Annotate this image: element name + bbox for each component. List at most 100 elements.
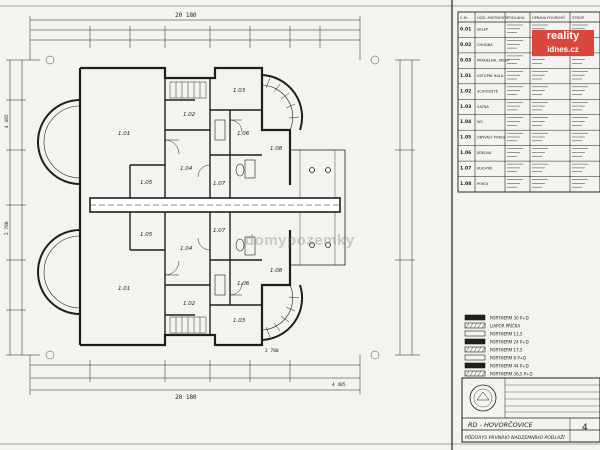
table-row-number: 1.04 [460,119,471,125]
room-label: 1.08 [270,268,283,274]
table-row-name: POKOJ [477,182,488,186]
table-row-name: CHODBA [477,43,493,47]
watermark-logo: reality idnes.cz [532,30,594,56]
legend-hatch [481,322,486,329]
legend-hatch [473,370,478,377]
legend-swatch [464,346,486,353]
room-label: 1.02 [183,301,196,307]
legend-swatch [464,330,486,337]
watermark-brand: reality [546,30,580,42]
interior-walls-upper [129,78,262,198]
table-row-name: SCHODIŠTĚ [477,88,499,93]
table-header-cell: ÚPRAVA POVRCHŮ [532,15,565,20]
material-legend: PORTHERM 30 P+D LIAPOR PŘÍČKA PORTHERM 11,… [464,314,533,377]
room-label: 1.04 [180,166,193,172]
legend-hatch [465,322,470,329]
room-label: 1.08 [270,146,283,152]
room-label: 1.05 [140,232,153,238]
legend-label: PORTHERM 11,5 [490,332,523,337]
room-label: 1.05 [140,180,153,186]
legend-hatch [465,346,470,353]
room-label: 1.03 [233,88,246,94]
table-row-number: 1.03 [460,104,471,110]
interior-walls-lower [129,212,262,335]
legend-swatch [464,370,486,377]
legend-label: LIAPOR PŘÍČKA [490,324,520,329]
legend-label: PORTHERM 8 P+D [490,356,526,361]
table-row-name: JÍDELNA [476,150,492,155]
top-dimension-total: 20 180 [175,12,197,19]
lower-spiral-stair [261,284,304,341]
table-row-number: 1.07 [460,166,471,172]
table-row-number: 0.02 [460,42,471,48]
legend-hatch [469,370,474,377]
left-dimension-chain [6,59,40,356]
floor-plan [6,16,420,395]
room-label: 1.06 [237,131,250,137]
legend-label: PORTHERM 44 P+D [490,364,529,369]
table-row-number: 0.03 [460,57,471,63]
legend-label: PORTHERM 17,5 [490,348,523,353]
party-wall [89,197,341,213]
room-label: 1.06 [237,281,250,287]
room-label: 1.01 [118,286,130,292]
legend-label: PORTHERM 24 P+D [490,340,529,345]
table-row-number: 1.06 [460,150,471,156]
title-block [461,377,600,443]
door-swings [164,119,243,296]
top-dimension-chain [29,16,361,60]
table-row-number: 0.01 [460,27,471,33]
left-dimension-1: 4 485 [4,114,10,128]
table-row-number: 1.01 [460,73,471,79]
exterior-walls [78,66,292,347]
sheet-number: 4 [582,423,588,433]
legend-hatch [477,322,482,329]
table-row-name: OBÝVACÍ POKOJ [477,135,505,140]
legend-hatch [481,346,486,353]
room-label: 1.01 [118,131,130,137]
table-row-name: WC [477,120,484,124]
room-label: 1.04 [180,246,193,252]
table-row-name: KUCHYŇ [477,166,492,171]
room-label: 1.07 [213,228,226,234]
table-row-name: ŠATNA [477,104,489,109]
upper-spiral-stair [261,74,304,131]
watermark-site: idnes.cz [547,45,579,54]
legend-label: PORTHERM 30 P+D [490,316,529,321]
upper-bay-window [37,99,81,185]
table-row-number: 1.02 [460,88,471,94]
legend-hatch [481,370,486,377]
legend-hatch [477,370,482,377]
room-label: 1.07 [213,181,226,187]
table-header-cell: Č.M. [460,15,468,20]
stair-treads [169,81,207,334]
bottom-dimension-total: 20 180 [175,394,197,401]
legend-swatch [464,354,486,361]
stamp-seal [469,384,497,412]
table-row-number: 1.05 [460,135,471,141]
room-label: 1.02 [183,112,196,118]
table-header-cell: STROP [572,16,585,20]
watermark-center: domypozemky [245,232,355,249]
legend-hatch [465,370,470,377]
legend-swatch [464,314,486,321]
sheet-title: PŮDORYS PRVNÍHO NADZEMNÍHO PODLAŽÍ [465,433,565,441]
legend-hatch [469,322,474,329]
legend-swatch [464,362,486,369]
legend-hatch [477,346,482,353]
table-header-cell: PODLAHA [507,16,525,20]
left-dimension-2: 2 780 [4,221,10,235]
legend-hatch [469,346,474,353]
legend-label: PORTHERM 36,5 P+D [490,372,533,377]
table-row-name: VSTUPNÍ HALA [477,73,504,78]
legend-hatch [473,346,478,353]
table-row-number: 1.08 [460,181,471,187]
project-title: RD - HOVORČOVICE [468,420,534,429]
legend-swatch [464,322,486,329]
sanitary-fixtures [214,119,256,296]
legend-swatch [464,338,486,345]
bottom-dimension-2: 4 485 [332,382,346,388]
table-row-name: SKLEP [477,28,489,32]
